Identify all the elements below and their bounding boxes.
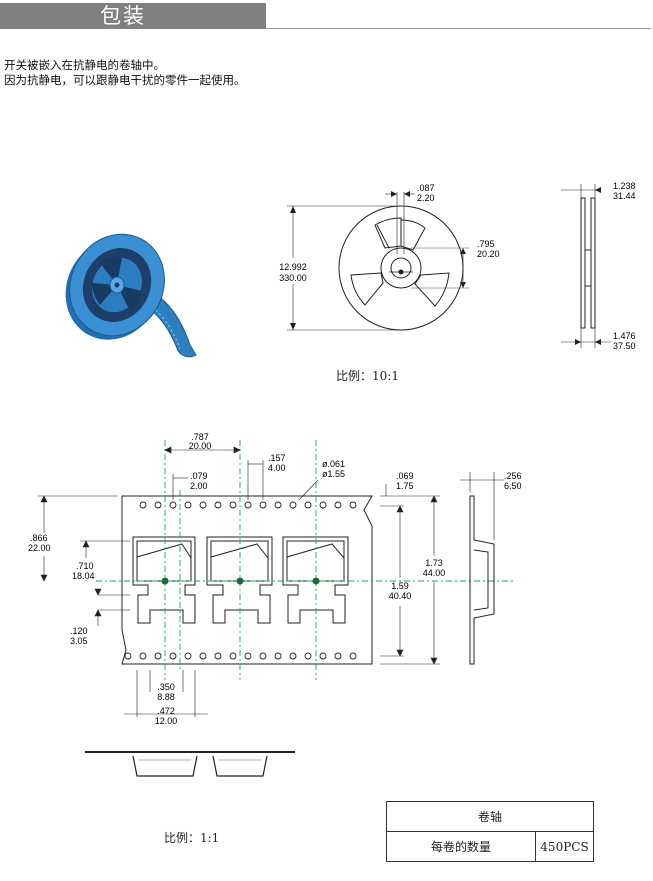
dim-hole-offset-in: .079 [190, 471, 208, 481]
dim-pocket-height-mm: 22.00 [28, 543, 51, 553]
qty-per-reel-value: 450PCS [535, 831, 594, 862]
dim-edge-in: .069 [396, 471, 414, 481]
dim-hole-pitch-mm: 4.00 [268, 463, 286, 473]
qty-per-reel-label: 每卷的数量 [386, 831, 536, 862]
dim-slot-mm: 8.88 [157, 692, 175, 702]
dim-reel-width-outer-mm: 31.44 [613, 191, 636, 201]
dim-depth-in: .256 [504, 471, 522, 481]
tape-scale-label: 比例：1:1 [164, 831, 220, 845]
dim-hole-pitch-in: .157 [268, 453, 286, 463]
dim-hub-diameter-in: .795 [477, 239, 495, 249]
dim-depth-mm: 6.50 [504, 481, 522, 491]
section-header-bar [0, 3, 266, 29]
dim-pocket-inner-in: .710 [76, 561, 94, 571]
reel-photo [65, 233, 197, 358]
spec-table: 卷轴 每卷的数量 450PCS [386, 801, 594, 862]
dim-hub-diameter-mm: 20.20 [477, 249, 500, 259]
intro-line-2: 因为抗静电，可以跟静电干扰的零件一起使用。 [4, 73, 246, 87]
reel-side-drawing: 1.238 31.44 1.476 37.50 [561, 181, 636, 351]
tape-cross-section [85, 751, 295, 777]
dim-pocket-height-in: .866 [30, 533, 48, 543]
dim-hub-hole-in: .087 [417, 183, 435, 193]
dim-tab-mm: 3.05 [70, 636, 88, 646]
center-lines [96, 440, 516, 680]
dim-pocket-inner-mm: 18.04 [72, 571, 95, 581]
dim-hole-diameter-in: ø.061 [322, 459, 345, 469]
tape-side-view [460, 472, 504, 665]
dim-hub-hole-mm: 2.20 [417, 193, 435, 203]
dim-pitch-mm: 20.00 [189, 441, 212, 451]
dim-hole-offset-mm: 2.00 [190, 481, 208, 491]
dim-hole-span-in: 1.59 [391, 581, 409, 591]
sprocket-holes-bottom [124, 652, 357, 660]
dim-hole-diameter-mm: ø1.55 [322, 469, 345, 479]
dim-slot-width-mm: 12.00 [155, 716, 178, 726]
intro-text: 开关被嵌入在抗静电的卷轴中。 因为抗静电，可以跟静电干扰的零件一起使用。 [4, 58, 246, 88]
dim-reel-width-outer-in: 1.238 [613, 181, 636, 191]
dim-reel-width-inner-mm: 37.50 [613, 341, 636, 351]
dim-reel-diameter-in: 12.992 [279, 262, 307, 272]
tape-drawing: .787 20.00 .157 4.00 ø.061 ø1.55 .079 2.… [28, 432, 522, 726]
spec-table-header: 卷轴 [386, 801, 594, 832]
reel-scale-label: 比例：10:1 [336, 369, 399, 383]
dim-slot-in: .350 [157, 682, 175, 692]
dim-tape-width-in: 1.73 [425, 558, 443, 568]
header-divider [266, 28, 651, 29]
dim-slot-width-in: .472 [157, 706, 175, 716]
sprocket-holes-top [139, 501, 357, 509]
intro-line-1: 开关被嵌入在抗静电的卷轴中。 [4, 58, 165, 72]
dim-pitch-in: .787 [191, 432, 209, 442]
dim-hole-span-mm: 40.40 [389, 591, 412, 601]
dim-tape-width-mm: 44.00 [423, 568, 446, 578]
dim-tab-in: .120 [70, 626, 88, 636]
dim-reel-width-inner-in: 1.476 [613, 331, 636, 341]
dim-reel-diameter-mm: 330.00 [279, 273, 307, 283]
reel-front-drawing: 12.992 330.00 .087 2.20 .795 20.20 [279, 183, 500, 331]
section-title: 包装 [100, 4, 146, 28]
dim-edge-mm: 1.75 [396, 481, 414, 491]
